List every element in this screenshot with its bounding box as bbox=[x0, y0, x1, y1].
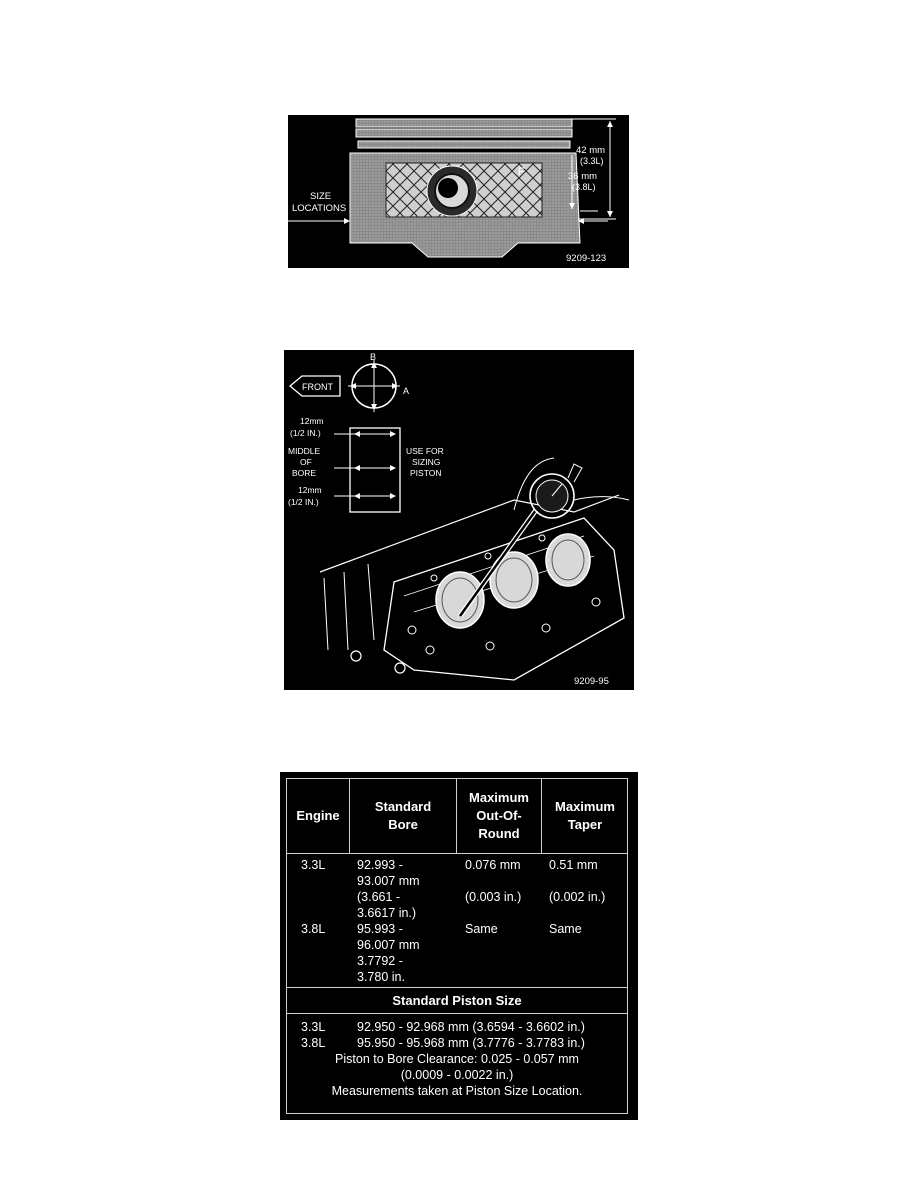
use-label-line3: PISTON bbox=[410, 468, 442, 478]
piston-face-mark: F bbox=[518, 166, 525, 178]
table-frame: Engine Standard Bore Maximum Out-Of- Rou… bbox=[286, 778, 628, 1114]
measurement-note: Measurements taken at Piston Size Locati… bbox=[331, 1084, 583, 1098]
row1-engine: 3.3L bbox=[301, 858, 326, 872]
row2-taper: Same bbox=[549, 922, 582, 936]
row2-bore-line2: 96.007 mm bbox=[357, 938, 420, 952]
row1-bore-line2: 93.007 mm bbox=[357, 874, 420, 888]
bore-spec-table: Engine Standard Bore Maximum Out-Of- Rou… bbox=[280, 772, 638, 1120]
size-row2-value: 95.950 - 95.968 mm (3.7776 - 3.7783 in.) bbox=[357, 1036, 585, 1050]
row2-bore-line3: 3.7792 - bbox=[357, 954, 403, 968]
row1-out-of-round-in: (0.003 in.) bbox=[465, 890, 522, 904]
use-label-line1: USE FOR bbox=[406, 446, 444, 456]
bottom-dim-line2: (1/2 IN.) bbox=[288, 497, 319, 507]
size-row1-engine: 3.3L bbox=[301, 1020, 326, 1034]
table-header: Engine Standard Bore Maximum Out-Of- Rou… bbox=[287, 779, 627, 854]
dim-36-label: 36 mm bbox=[568, 171, 597, 182]
top-dim-line2: (1/2 IN.) bbox=[290, 428, 321, 438]
section-title-piston-size: Standard Piston Size bbox=[392, 993, 522, 1008]
middle-label-line3: BORE bbox=[292, 468, 316, 478]
dim-42-label: 42 mm bbox=[576, 145, 605, 156]
header-taper: Maximum Taper bbox=[555, 799, 615, 832]
figure-code: 9209-95 bbox=[574, 676, 609, 687]
header-engine: Engine bbox=[296, 808, 340, 823]
header-out-of-round: Maximum Out-Of- Round bbox=[469, 790, 529, 841]
row1-bore-line4: 3.6617 in.) bbox=[357, 906, 417, 920]
row1-bore-line3: (3.661 - bbox=[357, 890, 401, 904]
figure-code: 9209-123 bbox=[566, 253, 606, 264]
size-label-line2: LOCATIONS bbox=[292, 203, 346, 214]
top-dim-line1: 12mm bbox=[300, 416, 324, 426]
size-label-line1: SIZE bbox=[310, 191, 331, 202]
front-arrow-label: FRONT bbox=[302, 382, 333, 392]
header-standard-bore: Standard Bore bbox=[374, 799, 432, 832]
clearance-line1: Piston to Bore Clearance: 0.025 - 0.057 … bbox=[335, 1052, 579, 1066]
size-row2-engine: 3.8L bbox=[301, 1036, 326, 1050]
row2-bore-line1: 95.993 - bbox=[357, 922, 403, 936]
row1-taper-mm: 0.51 mm bbox=[549, 858, 598, 872]
size-row1-value: 92.950 - 92.968 mm (3.6594 - 3.6602 in.) bbox=[357, 1020, 585, 1034]
row2-out-of-round: Same bbox=[465, 922, 498, 936]
row2-bore-line4: 3.780 in. bbox=[357, 970, 405, 984]
clearance-line2: (0.0009 - 0.0022 in.) bbox=[400, 1068, 514, 1082]
row1-out-of-round-mm: 0.076 mm bbox=[465, 858, 521, 872]
use-label-line2: SIZING bbox=[412, 457, 440, 467]
row1-taper-in: (0.002 in.) bbox=[549, 890, 606, 904]
dim-42-engine-label: (3.3L) bbox=[580, 156, 604, 166]
middle-label-line1: MIDDLE bbox=[288, 446, 320, 456]
middle-label-line2: OF bbox=[300, 457, 312, 467]
axis-b-label: B bbox=[370, 352, 376, 362]
axis-a-label: A bbox=[403, 386, 409, 396]
bore-measurement-figure: B A FRONT 12mm (1/2 IN.) MIDDLE OF BORE … bbox=[284, 350, 634, 690]
bottom-dim-line1: 12mm bbox=[298, 485, 322, 495]
piston-size-location-figure: F 42 mm (3.3L) 36 mm (3.8L) SIZE LOCATIO… bbox=[288, 115, 629, 268]
row1-bore-line1: 92.993 - bbox=[357, 858, 403, 872]
dim-36-engine-label: (3.8L) bbox=[572, 182, 596, 192]
row2-engine: 3.8L bbox=[301, 922, 326, 936]
